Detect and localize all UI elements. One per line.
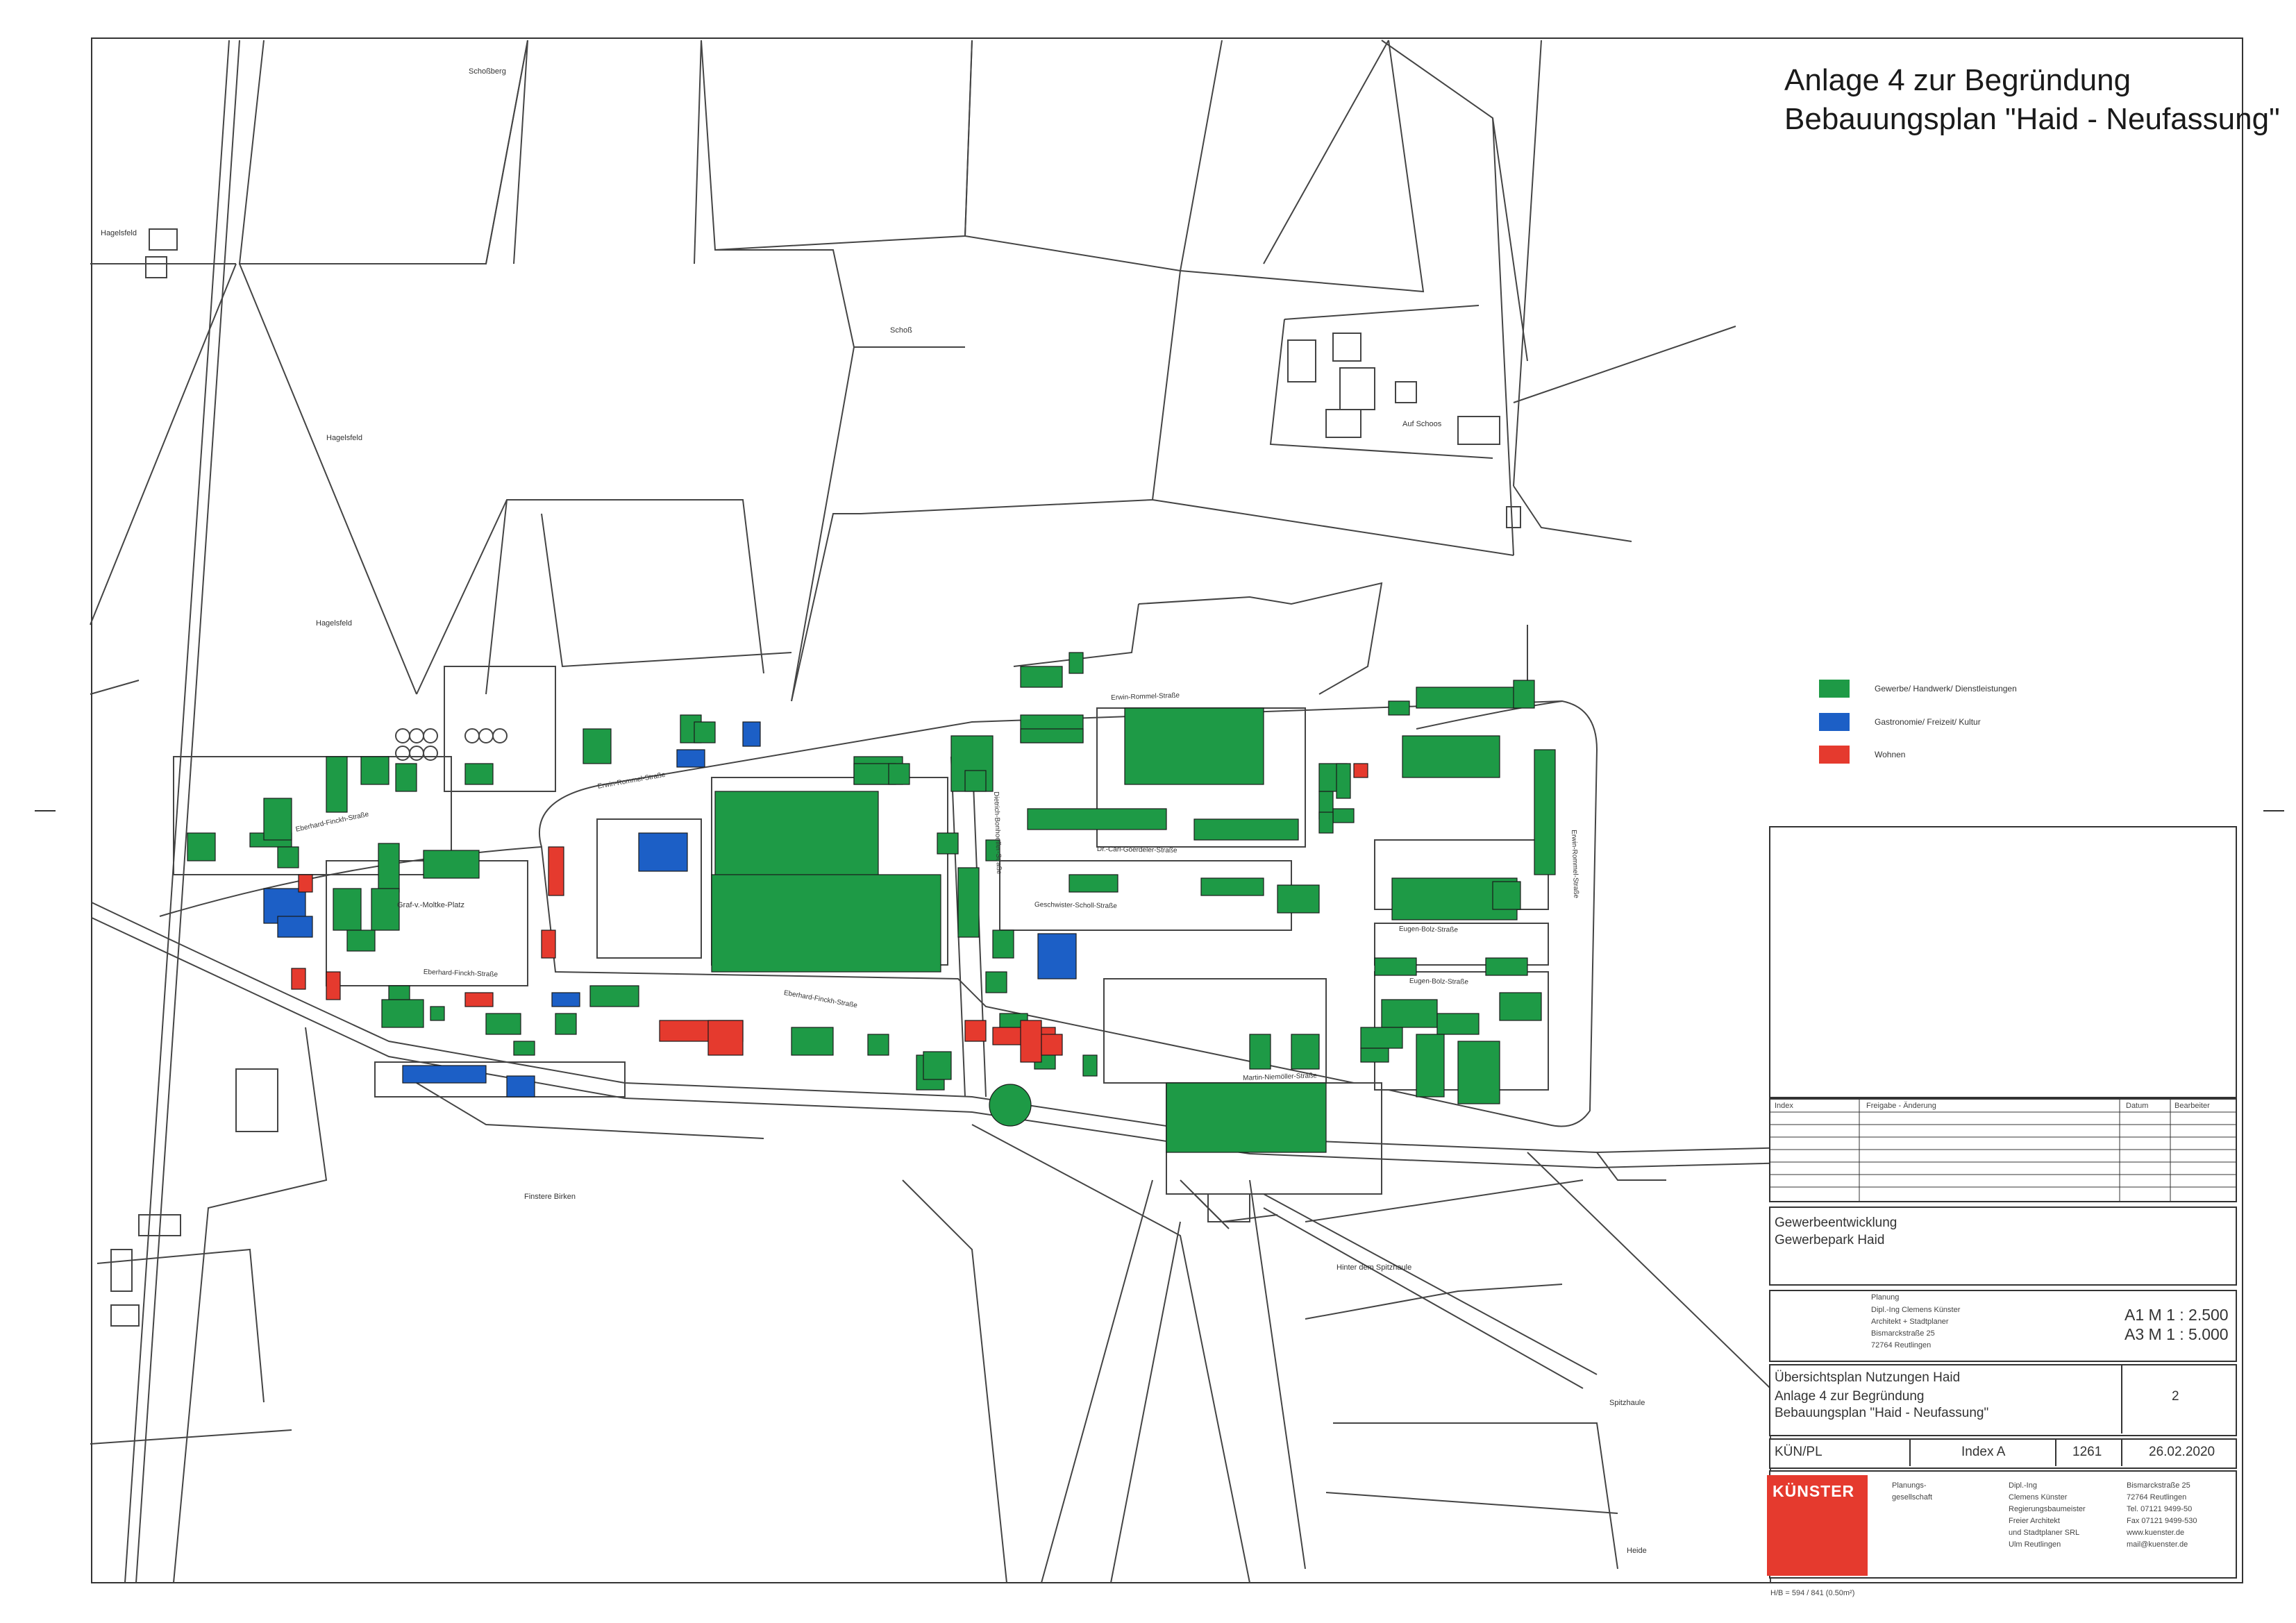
legend-swatch-gewerbe	[1819, 680, 1850, 698]
contact-line-1: Bismarckstraße 25	[2127, 1481, 2190, 1490]
planning-label: Planung	[1871, 1293, 1900, 1302]
place-label-schossberg: Schoßberg	[469, 67, 506, 76]
meta-divider-1	[1909, 1440, 1911, 1466]
company-line-2: gesellschaft	[1892, 1493, 1933, 1502]
planner-line-4: 72764 Reutlingen	[1871, 1341, 1932, 1349]
sheet-size-footer: H/B = 594 / 841 (0.50m²)	[1770, 1589, 1855, 1597]
project-line-1: Gewerbeentwicklung	[1775, 1216, 1897, 1230]
street-label-bolz-1: Eugen-Bolz-Straße	[1398, 925, 1459, 934]
meta-divider-3	[2121, 1440, 2122, 1466]
plan-title-line-2: Anlage 4 zur Begründung	[1775, 1389, 1925, 1404]
map-title: Anlage 4 zur Begründung Bebauungsplan "H…	[1784, 61, 2280, 139]
legend-item-gewerbe: Gewerbe/ Handwerk/ Dienstleistungen	[1819, 678, 2017, 699]
revision-header-date: Datum	[2126, 1102, 2149, 1110]
planner-line-1: Dipl.-Ing Clemens Künster	[1871, 1306, 1961, 1314]
wohnen-buildings	[291, 763, 1368, 1063]
place-label-hagelsfeld-3: Hagelsfeld	[316, 619, 352, 628]
legend-label-wohnen: Wohnen	[1875, 750, 1906, 759]
person-line-6: Ulm Reutlingen	[2009, 1540, 2061, 1549]
place-label-hagelsfeld-1: Hagelsfeld	[101, 229, 137, 237]
meta-divider-2	[2055, 1440, 2056, 1466]
scale-a1: A1 M 1 : 2.500	[2125, 1306, 2229, 1324]
person-line-4: Freier Architekt	[2009, 1517, 2060, 1525]
title-line-2: Bebauungsplan "Haid - Neufassung"	[1784, 102, 2280, 136]
plan-title-divider	[2121, 1365, 2122, 1433]
place-label-heide: Heide	[1627, 1547, 1647, 1555]
street-label-goerdeler: Dr.-Carl-Goerdeler-Straße	[1096, 846, 1178, 855]
contact-line-6: mail@kuenster.de	[2127, 1540, 2188, 1549]
legend-label-gastronomie: Gastronomie/ Freizeit/ Kultur	[1875, 717, 1981, 727]
meta-initials: KÜN/PL	[1775, 1445, 1822, 1459]
project-line-2: Gewerbepark Haid	[1775, 1233, 1885, 1247]
building-outlines	[110, 228, 1521, 1327]
legend-item-wohnen: Wohnen	[1819, 744, 1905, 765]
plan-title-panel	[1769, 1364, 2237, 1436]
title-block-blank-panel	[1769, 826, 2237, 1098]
contact-line-4: Fax 07121 9499-530	[2127, 1517, 2197, 1525]
plan-title-line-1: Übersichtsplan Nutzungen Haid	[1775, 1370, 1961, 1385]
scale-a3: A3 M 1 : 5.000	[2125, 1325, 2229, 1343]
street-label-scholl: Geschwister-Scholl-Straße	[1034, 901, 1117, 911]
place-label-finstere-birken: Finstere Birken	[524, 1193, 576, 1201]
meta-project-number: 1261	[2072, 1445, 2102, 1459]
planner-line-3: Bismarckstraße 25	[1871, 1329, 1935, 1338]
contact-line-5: www.kuenster.de	[2127, 1529, 2185, 1537]
place-label-auf-schoos: Auf Schoos	[1402, 420, 1442, 428]
meta-date: 26.02.2020	[2149, 1445, 2215, 1459]
plan-number: 2	[2172, 1389, 2179, 1404]
company-line-1: Planungs-	[1892, 1481, 1927, 1490]
kuenster-logo-text: KÜNSTER	[1773, 1482, 1855, 1500]
place-label-graf-moltke-platz: Graf-v.-Moltke-Platz	[397, 901, 464, 909]
planner-line-2: Architekt + Stadtplaner	[1871, 1318, 1949, 1326]
revision-header-change: Freigabe - Änderung	[1866, 1102, 1936, 1110]
project-panel	[1769, 1206, 2237, 1286]
place-label-schoss: Schoß	[890, 326, 912, 335]
gewerbe-buildings	[187, 652, 1556, 1153]
person-line-3: Regierungsbaumeister	[2009, 1505, 2086, 1513]
legend-label-gewerbe: Gewerbe/ Handwerk/ Dienstleistungen	[1875, 684, 2017, 693]
gastronomie-buildings	[263, 721, 1077, 1098]
meta-row	[1769, 1438, 2237, 1469]
place-label-hinter-dem-spitzhaule: Hinter dem Spitzhaule	[1336, 1263, 1412, 1272]
legend-swatch-wohnen	[1819, 746, 1850, 764]
revision-header-editor: Bearbeiter	[2175, 1102, 2210, 1110]
person-line-5: und Stadtplaner SRL	[2009, 1529, 2080, 1537]
revision-table	[1769, 1098, 2237, 1202]
legend-swatch-gastronomie	[1819, 713, 1850, 731]
revision-header-index: Index	[1775, 1102, 1793, 1110]
person-line-2: Clemens Künster	[2009, 1493, 2068, 1502]
plan-title-line-3: Bebauungsplan "Haid - Neufassung"	[1775, 1406, 1989, 1420]
meta-index: Index A	[1961, 1445, 2006, 1459]
kuenster-logo: KÜNSTER	[1767, 1475, 1868, 1576]
parcel-lines	[90, 40, 1875, 1583]
street-label-bolz-2: Eugen-Bolz-Straße	[1409, 977, 1469, 986]
legend-item-gastronomie: Gastronomie/ Freizeit/ Kultur	[1819, 712, 1981, 732]
place-label-spitzhaule: Spitzhaule	[1609, 1399, 1645, 1407]
contact-line-3: Tel. 07121 9499-50	[2127, 1505, 2193, 1513]
place-label-hagelsfeld-2: Hagelsfeld	[326, 434, 362, 442]
contact-line-2: 72764 Reutlingen	[2127, 1493, 2187, 1502]
map-frame	[91, 37, 2243, 1583]
title-line-1: Anlage 4 zur Begründung	[1784, 63, 2131, 97]
person-line-1: Dipl.-Ing	[2009, 1481, 2037, 1490]
planner-panel	[1769, 1290, 2237, 1362]
